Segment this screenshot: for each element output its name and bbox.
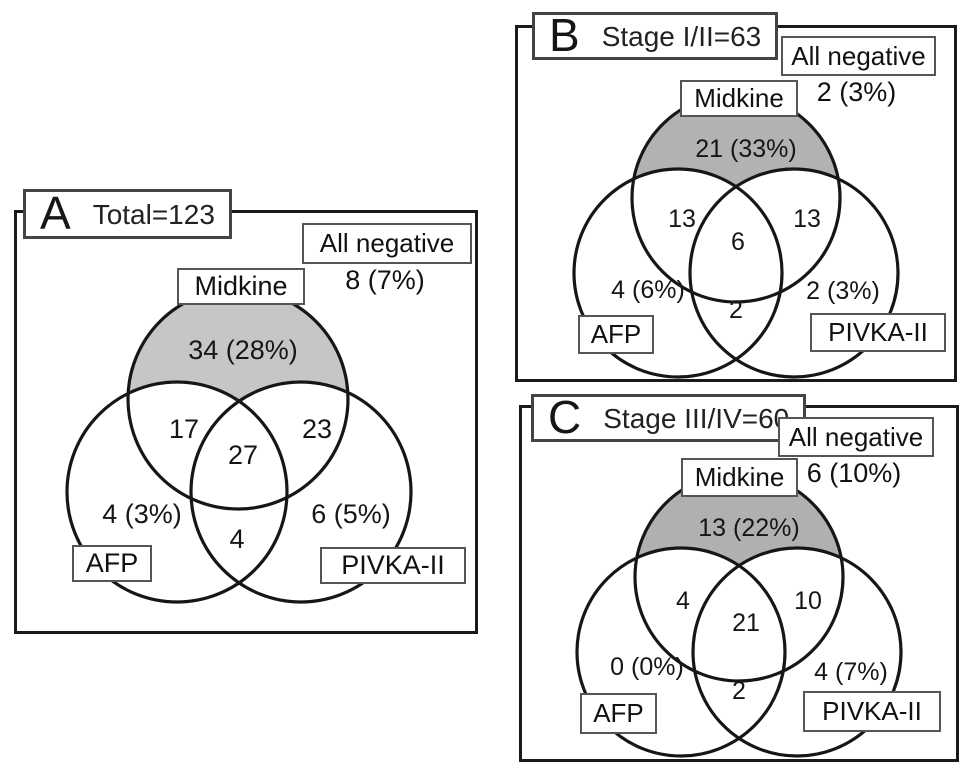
afp-circle (65, 380, 289, 604)
panel-c-letter: C (548, 391, 582, 444)
midkine-only-shade (635, 473, 843, 681)
panel-c-title-box: C Stage III/IV=60 (531, 391, 807, 444)
panel-b: B Stage I/II=63 All negative 2 (3%) 21 (… (515, 12, 957, 382)
afp-label: AFP (72, 545, 152, 582)
afp-circle (572, 167, 784, 379)
panel-a-all-negative-value: 8 (7%) (345, 265, 425, 295)
pivka-circle (189, 380, 413, 604)
panel-b-title: Stage I/II=63 (601, 21, 762, 52)
midkine-only-shade (632, 94, 840, 302)
panel-b-title-box: B Stage I/II=63 (532, 9, 779, 62)
region-midkine-only: 21 (33%) (695, 135, 796, 163)
afp-label: AFP (580, 693, 657, 734)
panel-b-all-negative-box: All negative (781, 36, 936, 76)
region-all-three: 27 (228, 440, 258, 470)
region-afp-pivka: 2 (729, 296, 743, 324)
venn-diagram-b: 21 (33%) 13 13 6 4 (6%) 2 (3%) 2 (572, 92, 900, 379)
pivka-circle (691, 546, 903, 758)
region-midkine-pivka: 10 (794, 587, 822, 615)
region-midkine-pivka: 23 (302, 414, 332, 444)
region-midkine-afp: 13 (668, 205, 696, 233)
region-afp-only: 4 (6%) (611, 276, 685, 304)
afp-circle (575, 546, 787, 758)
panel-a: A Total=123 All negative 8 (7%) 34 (28%) (14, 189, 478, 634)
region-pivka-only: 6 (5%) (311, 499, 391, 529)
panel-c-all-negative-box: All negative (778, 417, 934, 457)
panel-a-all-negative-box: All negative (302, 223, 472, 264)
region-afp-pivka: 4 (229, 524, 244, 554)
region-all-three: 6 (731, 228, 745, 256)
region-midkine-pivka: 13 (793, 205, 821, 233)
region-midkine-only: 13 (22%) (698, 514, 799, 542)
panel-c-all-negative-value: 6 (10%) (806, 458, 902, 488)
midkine-label: Midkine (681, 458, 798, 497)
venn-diagram-a: 34 (28%) 17 23 27 4 (3%) 6 (5%) 4 (65, 287, 413, 604)
midkine-label: Midkine (177, 268, 305, 305)
pivka-circle (688, 167, 900, 379)
pivka-label: PIVKA-II (803, 691, 941, 732)
region-all-three: 21 (732, 609, 760, 637)
midkine-label: Midkine (680, 80, 798, 117)
region-midkine-afp: 4 (676, 587, 690, 615)
region-afp-only: 4 (3%) (102, 499, 182, 529)
panel-a-title: Total=123 (92, 199, 215, 230)
panel-c-title: Stage III/IV=60 (603, 403, 790, 434)
region-pivka-only: 4 (7%) (814, 658, 888, 686)
region-midkine-only: 34 (28%) (188, 335, 298, 365)
panel-b-letter: B (549, 9, 580, 62)
region-midkine-afp: 17 (169, 414, 199, 444)
pivka-label: PIVKA-II (320, 547, 466, 584)
region-afp-pivka: 2 (732, 677, 746, 705)
panel-a-letter: A (40, 187, 71, 240)
pivka-label: PIVKA-II (810, 313, 946, 352)
panel-b-all-negative-value: 2 (3%) (816, 77, 897, 107)
region-afp-only: 0 (0%) (610, 653, 684, 681)
region-pivka-only: 2 (3%) (806, 277, 880, 305)
afp-label: AFP (578, 315, 654, 354)
panel-c: C Stage III/IV=60 All negative 6 (10%) 1… (519, 394, 959, 762)
panel-a-title-box: A Total=123 (23, 189, 232, 239)
venn-diagram-c: 13 (22%) 4 10 21 0 (0%) 4 (7%) 2 (575, 471, 903, 758)
